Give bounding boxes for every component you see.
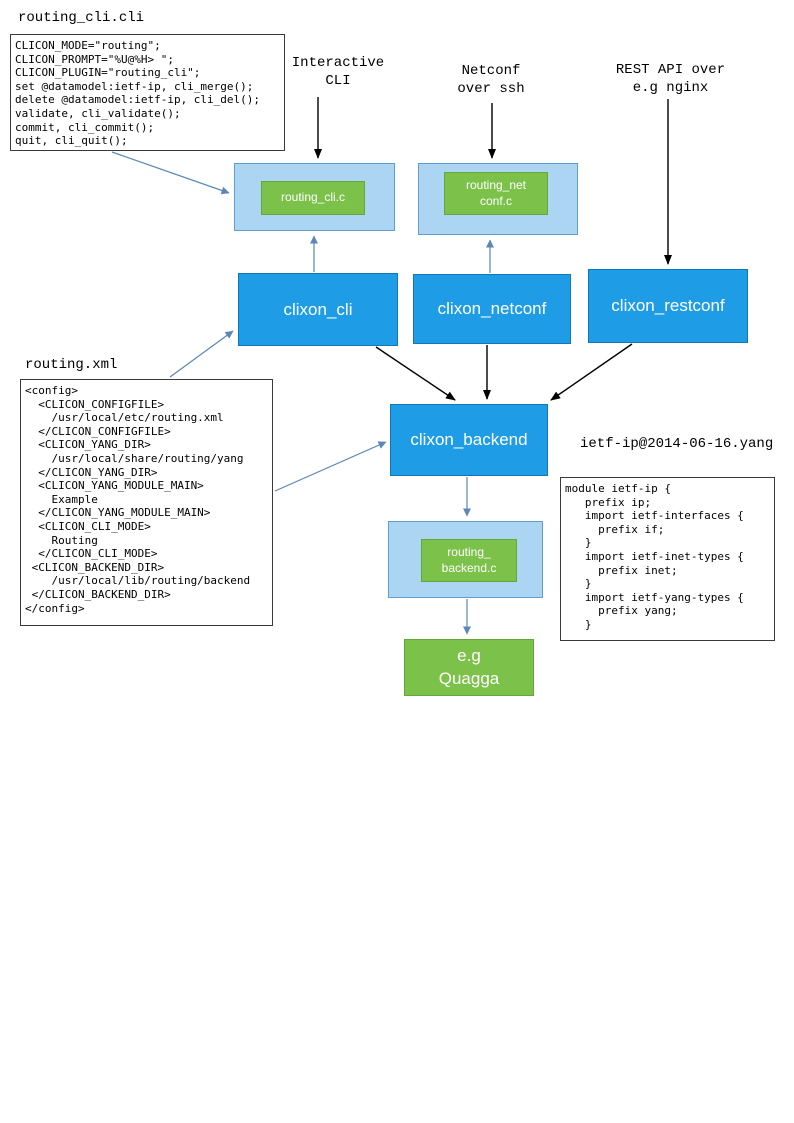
quagga-node: e.g Quagga: [404, 639, 534, 696]
routing-backend-plugin-container: routing_ backend.c: [388, 521, 543, 598]
clixon-netconf-node: clixon_netconf: [413, 274, 571, 344]
ietf-yang-code-box: module ietf-ip { prefix ip; import ietf-…: [560, 477, 775, 641]
routing-cli-code-box: CLICON_MODE="routing"; CLICON_PROMPT="%U…: [10, 34, 285, 151]
routing-xml-code-box: <config> <CLICON_CONFIGFILE> /usr/local/…: [20, 379, 273, 626]
routing-netconf-plugin-label: routing_net conf.c: [465, 177, 527, 208]
routing-cli-file-label: routing_cli.cli: [18, 10, 145, 26]
clixon-netconf-label: clixon_netconf: [437, 299, 547, 318]
clixon-backend-node: clixon_backend: [390, 404, 548, 476]
routing-cli-plugin-node: routing_cli.c: [261, 181, 365, 215]
clixon-restconf-node: clixon_restconf: [588, 269, 748, 343]
ietf-yang-file-label: ietf-ip@2014-06-16.yang: [580, 436, 774, 452]
clixon-backend-label: clixon_backend: [410, 430, 528, 449]
routing-backend-plugin-node: routing_ backend.c: [421, 539, 517, 582]
arrow-clixon-cli-to-clixon-backend: [375, 346, 456, 401]
routing-backend-plugin-label: routing_ backend.c: [441, 544, 497, 575]
clixon-restconf-label: clixon_restconf: [611, 296, 725, 315]
rest-api-annotation: REST API over e.g nginx: [615, 62, 726, 96]
quagga-label: e.g Quagga: [438, 645, 500, 688]
arrow-routing-xml-to-clixon-cli: [169, 330, 234, 378]
arrow-routing-xml-to-clixon-backend: [274, 441, 387, 492]
clixon-cli-node: clixon_cli: [238, 273, 398, 346]
routing-cli-plugin-container: routing_cli.c: [234, 163, 395, 231]
clixon-cli-label: clixon_cli: [283, 299, 353, 319]
netconf-over-ssh-annotation: Netconf over ssh: [457, 63, 525, 97]
routing-netconf-plugin-node: routing_net conf.c: [444, 172, 548, 215]
routing-netconf-plugin-container: routing_net conf.c: [418, 163, 578, 235]
interactive-cli-annotation: Interactive CLI: [291, 55, 385, 89]
arrow-routing-cli-file-to-plugin: [111, 151, 230, 195]
arrow-clixon-restconf-to-clixon-backend: [550, 343, 633, 401]
routing-xml-file-label: routing.xml: [25, 357, 118, 373]
routing-cli-plugin-label: routing_cli.c: [280, 190, 346, 205]
